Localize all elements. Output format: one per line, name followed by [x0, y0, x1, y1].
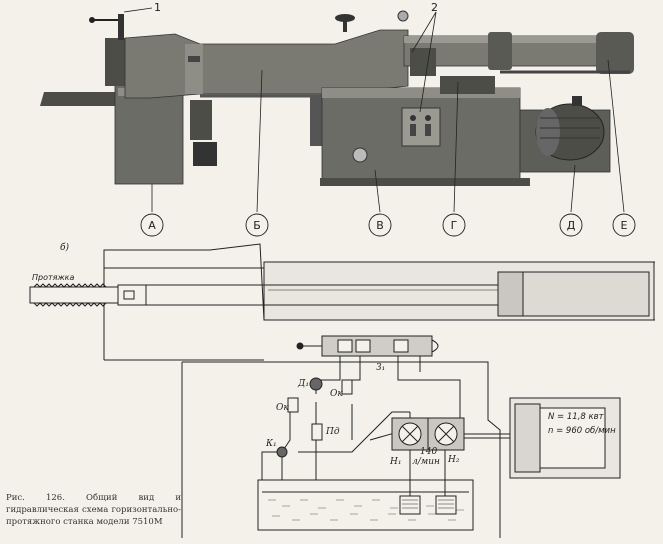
- callout-2: 2: [431, 1, 438, 14]
- pump-flow-unit: л/мин: [412, 457, 440, 467]
- label-ok-left: Ок: [276, 403, 289, 413]
- label-v: В: [376, 219, 384, 232]
- label-pd: Пд: [325, 427, 340, 437]
- distributor-valve: [296, 335, 439, 357]
- motor-power: N = 11,8 квт: [548, 412, 604, 422]
- label-b: Б: [253, 219, 261, 232]
- label-d: Д: [567, 219, 576, 232]
- label-a: А: [148, 219, 156, 232]
- label-n2: Н₂: [447, 455, 460, 465]
- pump-n2: [427, 417, 465, 451]
- label-k1: К₁: [265, 439, 277, 449]
- pump-station: [181, 356, 621, 538]
- small-valves: [276, 377, 353, 458]
- control-panel: [401, 107, 441, 147]
- section-labels: А Б В Г Д Е: [140, 213, 636, 237]
- pump-n1: [391, 417, 429, 451]
- broach: [29, 283, 119, 307]
- broach-label: Протяжка: [32, 273, 75, 282]
- stand-a: [114, 83, 184, 185]
- motor-speed: n = 960 об/мин: [548, 426, 616, 436]
- label-d1: Д₁: [297, 379, 309, 389]
- label-n1: Н₁: [389, 457, 401, 467]
- front-table: [40, 92, 118, 106]
- label-e: Е: [621, 219, 628, 232]
- label-g: Г: [451, 219, 458, 232]
- filters: [399, 495, 457, 515]
- label-ok: Ок: [330, 389, 343, 399]
- figure-b-marker: б): [60, 242, 69, 253]
- callout-1: 1: [154, 1, 161, 14]
- machine-photo: [40, 10, 634, 186]
- label-z1: З₁: [376, 363, 385, 373]
- figure-caption: Рис. 126. Общий вид и гидравлическая схе…: [6, 493, 181, 527]
- callout-lines: [123, 7, 625, 213]
- pump-flow: 140: [420, 447, 437, 457]
- scheme-lines: [103, 243, 655, 361]
